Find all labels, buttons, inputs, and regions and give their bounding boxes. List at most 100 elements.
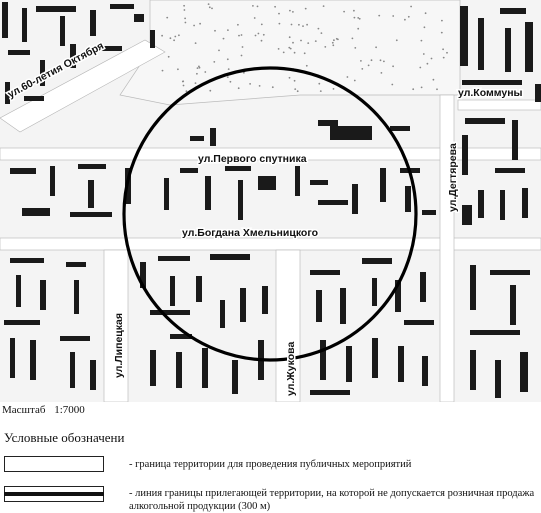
park-dot xyxy=(306,23,308,26)
park-dot xyxy=(391,83,394,86)
park-dot xyxy=(357,17,360,19)
park-dot xyxy=(343,10,345,13)
park-dot xyxy=(167,55,170,58)
park-dot xyxy=(317,27,320,30)
park-dot xyxy=(392,65,394,68)
park-dot xyxy=(194,82,197,84)
street-label-bogdana-khmelnitskogo: ул.Богдана Хмельницкого xyxy=(182,227,318,239)
park-dot xyxy=(249,83,252,85)
park-dot xyxy=(303,52,306,55)
park-dot xyxy=(354,47,357,49)
park-dot xyxy=(218,49,220,52)
park-dot xyxy=(395,39,398,42)
park-dot xyxy=(184,17,187,20)
park-dot xyxy=(324,46,327,48)
park-dot xyxy=(375,46,377,49)
park-dot xyxy=(332,44,335,47)
park-dot xyxy=(271,86,274,89)
park-dot xyxy=(226,58,229,61)
park-dot xyxy=(383,60,385,63)
park-dot xyxy=(262,33,265,36)
park-dot xyxy=(292,11,294,13)
park-dot xyxy=(442,56,445,59)
park-dot xyxy=(380,72,383,74)
road-khmelnitskogo xyxy=(0,237,541,251)
park-dot xyxy=(277,48,280,50)
park-dot xyxy=(420,39,423,42)
park-dot xyxy=(177,68,179,71)
park-dot xyxy=(274,5,276,8)
park-dot xyxy=(282,51,285,54)
park-dot xyxy=(407,15,410,18)
park-dot xyxy=(420,86,423,89)
park-dot xyxy=(331,41,334,44)
park-dot xyxy=(305,64,308,67)
park-dot xyxy=(222,37,225,40)
park-dot xyxy=(185,90,188,93)
park-dot xyxy=(351,37,354,40)
park-dot xyxy=(404,18,406,21)
park-dot xyxy=(227,68,230,70)
scale-label: Масштаб xyxy=(2,404,46,416)
park-dot xyxy=(278,22,281,25)
legend-item-public-events-boundary: - граница территории для проведения публ… xyxy=(4,454,539,474)
park-dot xyxy=(436,88,438,91)
scale-indicator: Масштаб 1:7000 xyxy=(2,404,91,416)
street-label-kommuny: ул.Коммуны xyxy=(458,87,523,99)
park-dot xyxy=(254,34,257,37)
park-dot xyxy=(194,42,197,44)
park-dot xyxy=(322,5,325,7)
park-dot xyxy=(173,39,176,42)
legend-item-text: - линия границы прилегающей территории, … xyxy=(129,488,535,512)
park-dot xyxy=(161,34,164,37)
legend-title: Условные обозначени xyxy=(4,430,125,445)
park-dot xyxy=(357,27,360,30)
park-dot xyxy=(423,26,426,29)
park-dot xyxy=(318,82,321,85)
street-label-degtyareva: ул.Дегтярева xyxy=(447,143,459,212)
park-dot xyxy=(258,85,261,87)
street-label-zhukova: ул.Жукова xyxy=(285,342,297,396)
park-dot xyxy=(252,5,254,7)
park-dot xyxy=(289,47,292,50)
park-dot xyxy=(253,17,256,19)
scale-value: 1:7000 xyxy=(54,404,85,416)
park-dot xyxy=(193,24,196,27)
park-dot xyxy=(346,76,349,78)
park-dot xyxy=(211,7,213,10)
park-dot xyxy=(237,87,240,90)
park-dot xyxy=(209,89,212,92)
park-dot xyxy=(440,31,443,34)
park-dot xyxy=(292,41,294,44)
road-zhukova xyxy=(275,249,301,402)
city-map: ул.60-летия Октября ул.Коммуны ул.Первог… xyxy=(0,0,541,402)
park-dot xyxy=(208,6,211,9)
park-dot xyxy=(183,9,186,11)
park-dot xyxy=(240,54,243,57)
park-dot xyxy=(426,62,429,65)
park-dot xyxy=(214,29,216,32)
legend-item-text: - граница территории для проведения публ… xyxy=(129,459,412,470)
park-dot xyxy=(227,29,229,31)
park-dot xyxy=(260,23,263,26)
park-dot xyxy=(290,23,293,26)
buildings xyxy=(2,2,541,398)
park-dot xyxy=(207,3,210,5)
park-dot xyxy=(184,21,187,24)
park-dot xyxy=(430,57,433,60)
park-dot xyxy=(370,59,373,62)
park-dot xyxy=(332,88,335,90)
park-dot xyxy=(379,59,382,62)
boundary-circle-300m xyxy=(122,66,418,362)
park-dot xyxy=(296,90,299,93)
park-dot xyxy=(169,37,172,40)
park-dot xyxy=(319,90,322,92)
park-dot xyxy=(320,32,323,34)
park-dot xyxy=(288,76,291,79)
park-dot xyxy=(278,12,280,15)
park-dot xyxy=(181,80,184,83)
park-dot xyxy=(166,16,169,19)
park-dot xyxy=(446,51,448,54)
park-dot xyxy=(288,46,291,49)
thick-line-symbol xyxy=(4,486,104,502)
